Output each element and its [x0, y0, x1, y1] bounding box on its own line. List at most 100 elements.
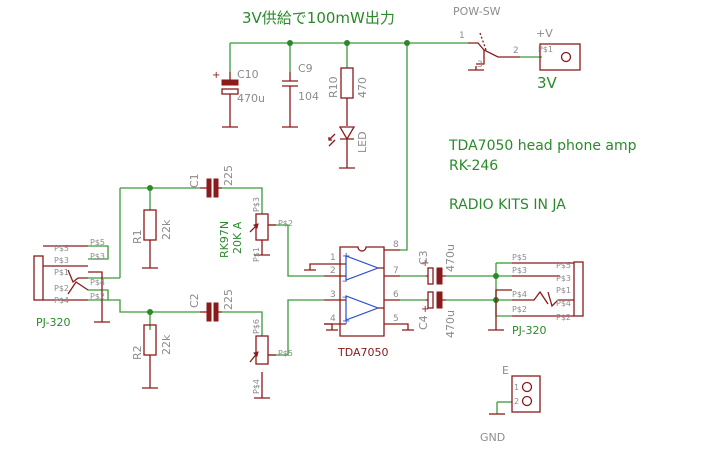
svg-text:+: +: [421, 258, 429, 269]
r1-name: R1: [131, 229, 144, 244]
svg-text:P$4: P$4: [90, 278, 105, 287]
pot-pin-5: P$5: [278, 349, 293, 358]
pot-pin-1: P$1: [252, 247, 261, 262]
c1-value: 225: [222, 165, 235, 186]
pot-pin-6: P$6: [252, 319, 261, 334]
jack-out-pin-5: P$5: [512, 253, 527, 262]
jack-in-pin-1: P$1: [54, 268, 69, 277]
r10-value: 470: [356, 77, 369, 98]
jack-out-pin-3: P$3: [512, 266, 527, 275]
power-switch: POW-SW 1 2 3: [453, 5, 520, 70]
svg-text:P$2: P$2: [90, 292, 105, 301]
gnd-terminal-pin-1: 1: [514, 383, 519, 392]
jack-in-name: PJ-320: [36, 316, 70, 329]
svg-text:P$4: P$4: [556, 299, 571, 308]
c1-name: C1: [188, 173, 201, 188]
pot-pin-2: P$2: [278, 219, 293, 228]
jack-in-pin-2: P$2: [54, 284, 69, 293]
switch-name: POW-SW: [453, 5, 501, 18]
led: LED: [328, 126, 369, 153]
capacitor-c3: + C3 470u: [417, 244, 457, 285]
resistor-r10: R10 470: [327, 67, 369, 126]
pot-pin-3: P$3: [252, 197, 261, 212]
gnd-terminal-pin-2: 2: [514, 397, 519, 406]
led-name: LED: [356, 131, 369, 153]
vplus-label: +V: [536, 27, 553, 40]
ic-pin-3: 3: [330, 290, 336, 300]
capacitor-c2: C2 225: [188, 289, 235, 322]
svg-text:P$2: P$2: [556, 313, 571, 322]
svg-text:+: +: [421, 304, 429, 315]
c2-name: C2: [188, 293, 201, 308]
svg-text:+: +: [342, 316, 350, 327]
junctions: [147, 40, 499, 315]
svg-text:P$3: P$3: [90, 252, 105, 261]
c10-value: 470u: [237, 92, 265, 105]
resistor-r2: R2 22k: [131, 324, 173, 360]
ic-pin-8: 8: [393, 240, 399, 250]
title-text: 3V供給で100mW出力: [242, 9, 395, 27]
jack-out-pin-4: P$4: [512, 290, 527, 299]
capacitor-c10: + C10 470u: [212, 68, 265, 113]
ic-pin-2: 2: [330, 266, 336, 276]
capacitor-c9: C9 104: [282, 62, 319, 103]
jack-out-name: PJ-320: [512, 324, 546, 337]
vplus-terminal: +V P$1 3V: [536, 27, 581, 92]
jack-in-pin-5: P$5: [54, 244, 69, 253]
c9-value: 104: [298, 90, 319, 103]
switch-pin-1: 1: [459, 31, 465, 41]
c4-value: 470u: [444, 310, 457, 338]
jack-in-pin-3: P$3: [54, 256, 69, 265]
ic-tda7050: + – – + 1 2 3 4 8 7 6 5 TDA7050: [324, 240, 400, 359]
svg-text:+: +: [342, 251, 350, 262]
capacitor-c4: + C4 470u: [417, 291, 457, 338]
svg-text:+: +: [212, 70, 220, 81]
r10-name: R10: [327, 76, 340, 98]
r1-value: 22k: [160, 219, 173, 240]
c9-name: C9: [298, 62, 313, 75]
volume-pot: RK97N 20K A P$3 P$2 P$1 P$6 P$5 P$4: [218, 197, 293, 394]
ground-terminal: E 1 2 GND: [480, 364, 541, 444]
svg-text:P$5: P$5: [556, 261, 571, 270]
pot-pin-4: P$4: [252, 379, 261, 394]
r2-name: R2: [131, 345, 144, 360]
input-jack: P$5 P$5 P$3 P$3 P$1 P$2 P$4 P$4 P$2 PJ-3…: [33, 238, 105, 329]
voltage-label: 3V: [537, 74, 558, 92]
ic-pin-1: 1: [330, 253, 336, 263]
wires: [88, 42, 542, 414]
svg-text:–: –: [342, 274, 348, 287]
ic-pin-4: 4: [330, 314, 336, 324]
svg-text:P$3: P$3: [556, 274, 571, 283]
switch-pin-3: 3: [477, 60, 483, 70]
ic-name: TDA7050: [337, 346, 389, 359]
c2-value: 225: [222, 289, 235, 310]
description-line-2: RK-246: [449, 158, 498, 174]
jack-out-pin-1: P$1: [556, 286, 571, 295]
gnd-label: GND: [480, 431, 505, 444]
c4-name: C4: [417, 315, 430, 330]
output-jack: P$5 P$5 P$3 P$3 P$1 P$4 P$4 P$2 P$2 PJ-3…: [512, 253, 584, 337]
terminal-pin: P$1: [538, 45, 553, 54]
jack-out-pin-2: P$2: [512, 305, 527, 314]
pot-name: RK97N: [218, 221, 231, 258]
jack-in-pin-4: P$4: [54, 296, 69, 305]
capacitor-c1: C1 225: [188, 165, 235, 198]
r2-value: 22k: [160, 334, 173, 355]
kit-label: RADIO KITS IN JA: [449, 197, 566, 213]
c10-name: C10: [237, 68, 259, 81]
ic-pin-5: 5: [393, 314, 399, 324]
gnd-terminal-name: E: [502, 364, 509, 377]
c3-name: C3: [417, 250, 430, 265]
switch-pin-2: 2: [513, 46, 519, 56]
description-line-1: TDA7050 head phone amp: [448, 138, 637, 154]
ground-symbols: [88, 66, 512, 415]
svg-text:P$5: P$5: [90, 238, 105, 247]
ic-pin-6: 6: [393, 290, 399, 300]
pot-value: 20K A: [231, 221, 244, 254]
resistor-r1: R1 22k: [131, 209, 173, 244]
svg-text:–: –: [342, 290, 348, 303]
ic-pin-7: 7: [393, 266, 399, 276]
c3-value: 470u: [444, 244, 457, 272]
